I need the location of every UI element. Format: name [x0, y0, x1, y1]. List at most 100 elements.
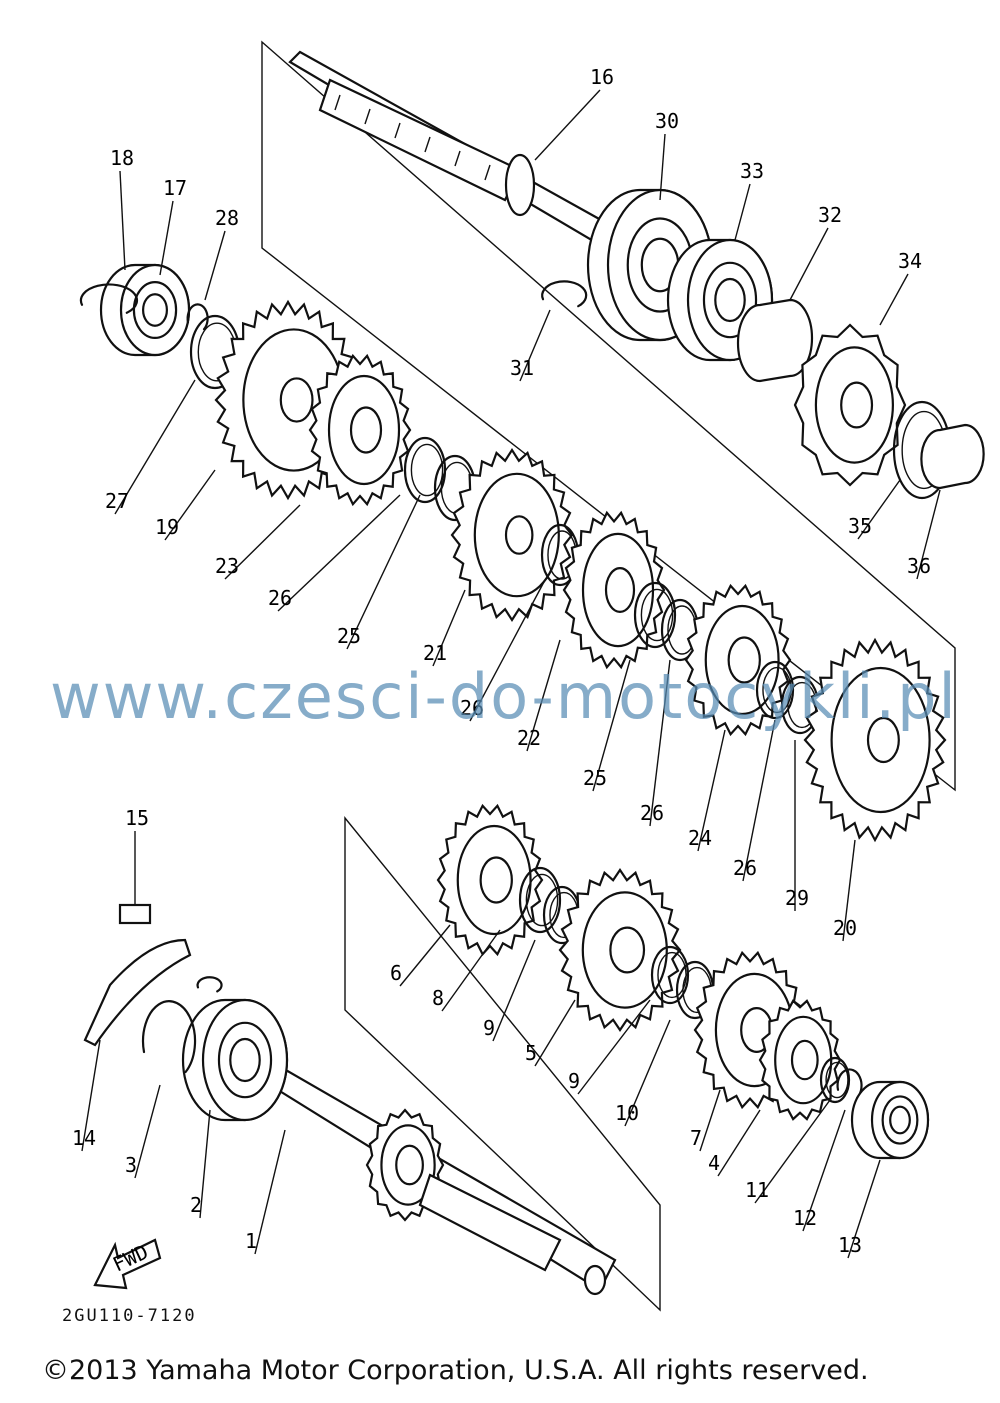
circlip-9-b-outer	[650, 945, 690, 1005]
callout-35: 35	[848, 514, 872, 538]
bearing-13	[850, 1080, 930, 1160]
leader-line-17	[159, 200, 174, 276]
bearing-2	[181, 998, 289, 1122]
callout-5: 5	[525, 1041, 537, 1065]
washer-8-inner	[525, 873, 559, 927]
callout-13: 13	[838, 1233, 862, 1257]
leader-line-3	[134, 1084, 161, 1179]
diagram-code: 2GU110-7120	[62, 1306, 197, 1326]
callout-14: 14	[72, 1126, 96, 1150]
leader-line-12	[802, 1109, 846, 1232]
leader-line-4	[717, 1109, 761, 1177]
leader-line-9a	[492, 939, 536, 1042]
callout-22: 22	[517, 726, 541, 750]
drive-axle-frame	[261, 40, 956, 792]
leader-line-1	[254, 1129, 286, 1255]
leader-line-26c	[649, 659, 671, 827]
circlip-26-d-outer	[755, 660, 795, 720]
gear-19-hub	[279, 377, 314, 423]
callout-12: 12	[793, 1206, 817, 1230]
watermark-text: www.czesci-do-motocykli.pl	[50, 660, 958, 733]
gear-22	[562, 510, 666, 670]
circlip-26-a-inner	[410, 443, 444, 497]
leader-line-14	[81, 1039, 101, 1152]
callout-19: 19	[155, 515, 179, 539]
circlip-3	[141, 1000, 197, 1074]
callout-7: 7	[690, 1126, 702, 1150]
bolt-15	[118, 903, 152, 925]
callout-26d: 26	[733, 856, 757, 880]
collar-32	[736, 298, 814, 383]
leader-line-18	[119, 170, 126, 271]
leader-line-30	[659, 133, 666, 201]
gear-4	[758, 999, 842, 1121]
main-axle-end	[583, 1264, 607, 1296]
diagram-artwork: FWD	[79, 40, 985, 1312]
callout-26c: 26	[640, 801, 664, 825]
callout-33: 33	[740, 159, 764, 183]
callout-28: 28	[215, 206, 239, 230]
leader-line-11	[754, 1099, 831, 1204]
callout-20: 20	[833, 916, 857, 940]
callout-9b: 9	[568, 1069, 580, 1093]
leader-line-16	[534, 89, 601, 161]
gear-23-hub	[349, 406, 383, 454]
callout-11: 11	[745, 1178, 769, 1202]
callout-25b: 25	[583, 766, 607, 790]
circlip-12	[836, 1068, 863, 1099]
leader-line-32	[789, 227, 829, 301]
bearing-2-bore	[229, 1037, 261, 1083]
sprocket-34-hub	[840, 381, 874, 429]
circlip-3b	[196, 976, 223, 993]
leader-line-26d	[742, 719, 776, 882]
gear-21-face	[473, 472, 560, 598]
leader-line-10	[624, 1019, 671, 1127]
callout-30: 30	[655, 109, 679, 133]
callout-34: 34	[898, 249, 922, 273]
callout-26a: 26	[268, 586, 292, 610]
gear-21	[450, 447, 574, 623]
leader-line-27	[114, 379, 196, 515]
leader-line-25b	[592, 659, 631, 792]
bearing-17-bore	[142, 293, 169, 327]
leader-line-6	[399, 924, 451, 987]
leader-line-7	[699, 1089, 721, 1152]
leader-line-22	[526, 639, 561, 752]
leader-line-13	[847, 1159, 881, 1259]
leader-line-9b	[577, 999, 651, 1095]
leader-line-26b	[469, 579, 546, 722]
bearing-17-race	[132, 281, 178, 340]
gear-6	[436, 803, 544, 957]
bearing-2-face	[201, 998, 289, 1122]
leader-line-28	[204, 230, 226, 301]
leader-line-26a	[277, 494, 401, 612]
callout-36: 36	[907, 554, 931, 578]
circlip-26-a	[403, 436, 447, 504]
callout-18: 18	[110, 146, 134, 170]
gear-24-face	[704, 604, 780, 716]
bearing-13-race	[881, 1095, 919, 1145]
circlip-31	[541, 280, 588, 308]
main-axle-gear-face	[380, 1124, 436, 1206]
washer-8-outer	[518, 866, 562, 934]
main-axle-frame	[344, 816, 661, 1312]
leader-line-8	[441, 929, 501, 1012]
drive-axle-collar	[504, 153, 536, 217]
leader-line-23	[224, 504, 301, 580]
gear-23	[308, 353, 412, 507]
gear-5-hub	[609, 926, 646, 974]
sprocket-34-face	[814, 346, 895, 464]
bearing-13-face	[870, 1080, 930, 1160]
callout-21: 21	[423, 641, 447, 665]
circlip-18	[79, 283, 139, 314]
callout-15: 15	[125, 806, 149, 830]
gear-22-hub	[604, 567, 636, 613]
callout-32: 32	[818, 203, 842, 227]
main-axle-splines	[418, 1173, 562, 1272]
drive-axle-splines	[318, 78, 522, 202]
gear-6-face	[456, 824, 532, 936]
gear-21-hub	[504, 515, 534, 555]
